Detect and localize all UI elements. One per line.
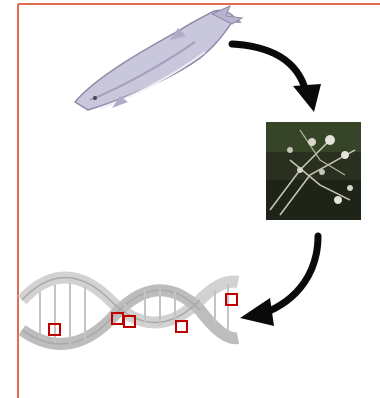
bottom-curved-arrow	[240, 236, 318, 326]
fish-icon	[75, 6, 242, 110]
top-curved-arrow	[232, 44, 321, 112]
plant-photo-image	[266, 122, 361, 220]
